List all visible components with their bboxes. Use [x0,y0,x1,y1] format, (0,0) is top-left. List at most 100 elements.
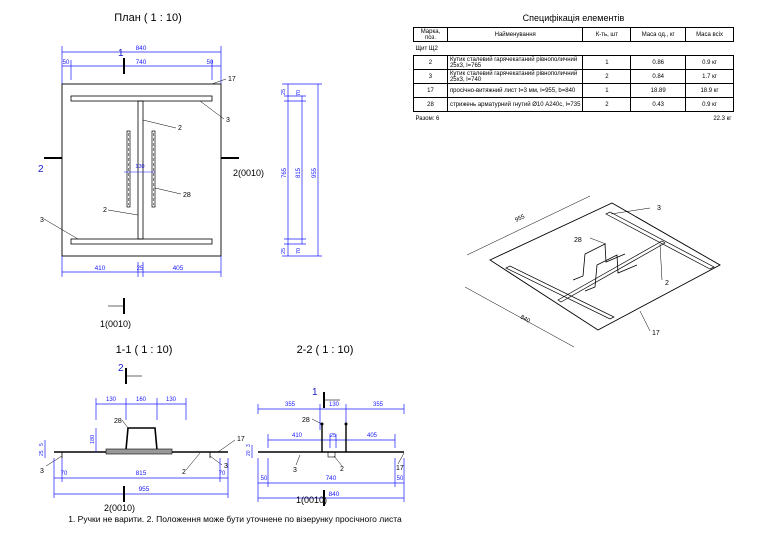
plan-side-70a: 70 [296,90,302,96]
plan-label-2a: 2 [178,125,182,132]
plan-side-25b: 25 [281,248,287,254]
sec22-label-2: 2 [340,466,344,473]
sec22-dim-740: 740 [326,475,337,482]
plan-dim-25: 25 [137,266,144,272]
sec11-dim-815: 815 [136,470,147,477]
spec-total-value: 22.3 кг [713,115,732,122]
spec-cell-name: просічно-витяжний лист t=3 мм, l=955, b=… [446,83,584,98]
iso-label-17: 17 [652,330,660,337]
plan-side-70b: 70 [296,248,302,254]
plan-label-3a: 3 [226,117,230,124]
spec-cell-name: стрижень арматурний гнутий Ø10 А240с, l=… [446,97,584,112]
plan-plate [61,83,222,257]
spec-cell-qty: 1 [582,55,632,70]
plan-dim-130: 130 [135,164,144,170]
sec22-dim-3: 3 [246,444,252,447]
plan-section2-right: 2(0010) [233,168,264,178]
spec-cell-name: Кутик сталевий гарячекатаний рівнополичн… [446,69,584,84]
sec22-label-28: 28 [302,417,310,424]
spec-cell-name: Кутик сталевий гарячекатаний рівнополичн… [446,55,584,70]
section-1-1: 1-1 ( 1 : 10) 2 130 160 130 28 [39,344,245,513]
sec11-label-17: 17 [237,436,245,443]
plan-section2-left: 2 [38,164,44,175]
sec11-dim-70b: 70 [219,471,226,477]
sec22-dim-25: 25 [330,433,336,439]
plan-label-3b: 3 [40,217,44,224]
spec-cell-unit: 0.84 [630,69,687,84]
sec11-dim-180: 180 [90,435,96,444]
plan-side-955: 955 [312,167,318,178]
sec11-dim-25: 25 [39,450,45,456]
table-row: 17 просічно-витяжний лист t=3 мм, l=955,… [413,83,734,98]
spec-header-name: Найменування [446,27,584,42]
spec-header-total: Маса всіх [685,27,734,42]
spec-table: Марка, поз. Найменування К-ть, шт Маса о… [413,27,734,125]
iso-label-28: 28 [574,237,582,244]
spec-cell-qty: 1 [582,83,632,98]
spec-cell-unit: 0.43 [630,97,687,112]
plan-dim-740: 740 [136,59,147,66]
iso-label-2: 2 [665,280,669,287]
plan-dim-50a: 50 [63,60,70,66]
sec22-title: 2-2 ( 1 : 10) [297,344,354,356]
sec11-dim-5: 5 [39,443,45,446]
sec11-title: 1-1 ( 1 : 10) [116,344,173,356]
sec22-dim-20: 20 [246,450,252,456]
spec-header-unit: Маса од., кг [630,27,687,42]
sec11-label-3b: 3 [224,463,228,470]
sec22-dim-840: 840 [329,491,340,498]
spec-cell-qty: 2 [582,69,632,84]
sec22-dim-355b: 355 [373,402,384,408]
sec11-label-28: 28 [114,418,122,425]
sec11-dim-70a: 70 [61,471,68,477]
plan-label-17: 17 [228,76,236,83]
spec-cell-total: 1.7 кг [685,69,734,84]
sec11-bottom-marker: 2(0010) [104,503,135,513]
plan-title: План ( 1 : 10) [114,12,181,24]
plan-section1-marker: 1 [118,48,124,59]
plan-dim-50b: 50 [207,60,214,66]
plan-dim-840: 840 [136,45,147,52]
spec-cell-unit: 0.86 [630,55,687,70]
sec22-label-17: 17 [396,465,404,472]
sec11-dim-130a: 130 [106,397,117,403]
sec22-marker: 1 [312,387,318,398]
sec22-dim-50b: 50 [397,476,404,482]
drawing-note: 1. Ручки не варити. 2. Положення може бу… [68,514,402,524]
sec11-label-3a: 3 [40,468,44,475]
spec-cell-total: 18.9 кг [685,83,734,98]
spec-cell-mark: 3 [413,69,448,84]
iso-dim-955: 955 [514,214,526,224]
spec-cell-qty: 2 [582,97,632,112]
spec-cell-mark: 2 [413,55,448,70]
iso-dim-840: 840 [519,315,531,325]
sec22-dim-355a: 355 [285,402,296,408]
sec11-label-2: 2 [182,469,186,476]
sec22-dim-405: 405 [367,433,378,439]
plan-side-815: 815 [296,167,302,178]
sec11-marker: 2 [118,363,124,374]
spec-cell-total: 0.9 кг [685,55,734,70]
spec-title: Специфікація елементів [522,13,625,23]
sec22-label-3: 3 [293,467,297,474]
spec-header-row: Марка, поз. Найменування К-ть, шт Маса о… [413,27,734,42]
spec-total-label: Разом: 6 [415,115,440,122]
sec22-dim-50a: 50 [261,476,268,482]
sec11-dim-160: 160 [136,397,147,403]
sec11-dim-955: 955 [139,486,150,493]
spec-cell-unit: 18.89 [630,83,687,98]
plan-dim-410: 410 [95,265,106,272]
sec11-dim-130b: 130 [166,397,177,403]
table-row: 28 стрижень арматурний гнутий Ø10 А240с,… [413,97,734,112]
plan-dim-405: 405 [173,265,184,272]
table-row: 2 Кутик сталевий гарячекатаний рівнополи… [413,55,734,70]
plan-label-28: 28 [183,192,191,199]
plan-side-25a: 25 [281,89,287,95]
table-row: 3 Кутик сталевий гарячекатаний рівнополи… [413,69,734,84]
spec-cell-mark: 17 [413,83,448,98]
sec22-dim-410: 410 [292,433,303,439]
isometric-view: 955 840 3 28 2 17 [464,195,721,348]
spec-header-qty: К-ть, шт [582,27,632,42]
plan-section1-bottom: 1(0010) [100,319,131,329]
